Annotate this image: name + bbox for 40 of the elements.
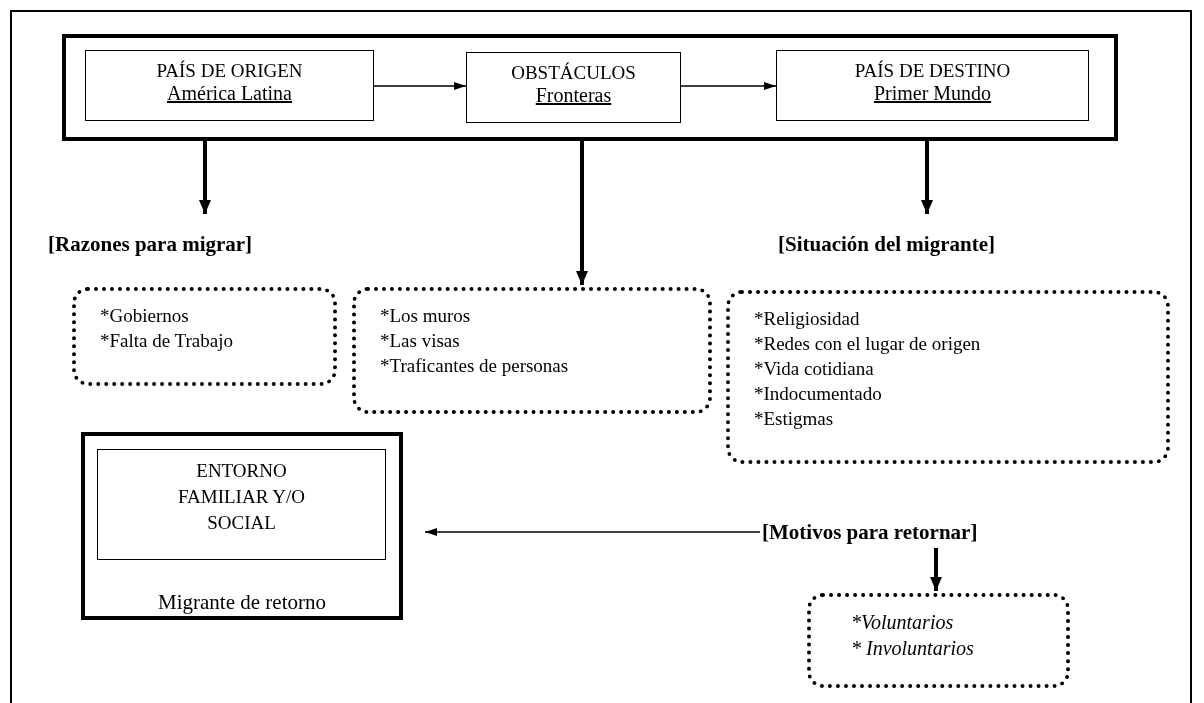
box-text: Migrante de retorno xyxy=(157,591,327,614)
arrow xyxy=(680,82,777,90)
arrow xyxy=(930,548,942,591)
list-item: *Religiosidad xyxy=(754,307,861,331)
box-text: ENTORNO FAMILIAR Y/O SOCIAL xyxy=(176,459,307,535)
heading-label: [Razones para migrar] xyxy=(48,231,253,258)
process-box xyxy=(97,449,386,560)
list-item: *Traficantes de personas xyxy=(380,354,570,378)
box-text: PAÍS DE DESTINO xyxy=(853,59,1012,82)
list-item: *Falta de Trabajo xyxy=(100,329,234,353)
box-text: PAÍS DE ORIGEN xyxy=(155,59,304,82)
heading-label: [Motivos para retornar] xyxy=(762,519,978,546)
subtitle-text: Primer Mundo xyxy=(873,82,992,105)
outcome-box xyxy=(81,432,403,620)
list-item: * Involuntarios xyxy=(851,636,975,661)
note-box xyxy=(72,287,337,386)
list-item: *Gobiernos xyxy=(100,304,190,328)
subtitle-text: Fronteras xyxy=(535,84,612,107)
note-box xyxy=(726,290,1170,464)
list-item: *Redes con el lugar de origen xyxy=(754,332,982,356)
list-item: *Los muros xyxy=(380,304,472,328)
list-item: *Las visas xyxy=(380,329,461,353)
process-box xyxy=(776,50,1089,121)
subtitle-text: América Latina xyxy=(167,82,292,105)
box-text: OBSTÁCULOS xyxy=(510,61,637,84)
group-frame xyxy=(62,34,1118,141)
list-item: *Indocumentado xyxy=(754,382,883,406)
list-item: *Vida cotidiana xyxy=(754,357,875,381)
list-item: *Voluntarios xyxy=(851,610,955,635)
heading-label: [Situación del migrante] xyxy=(778,231,995,258)
note-box xyxy=(807,593,1070,688)
list-item: *Estigmas xyxy=(754,407,835,431)
note-box xyxy=(352,287,712,414)
arrow xyxy=(424,528,761,536)
process-box xyxy=(85,50,374,121)
arrow xyxy=(921,141,933,214)
arrow xyxy=(373,82,467,90)
process-box xyxy=(466,52,681,123)
arrow xyxy=(576,141,588,285)
arrow xyxy=(199,141,211,214)
